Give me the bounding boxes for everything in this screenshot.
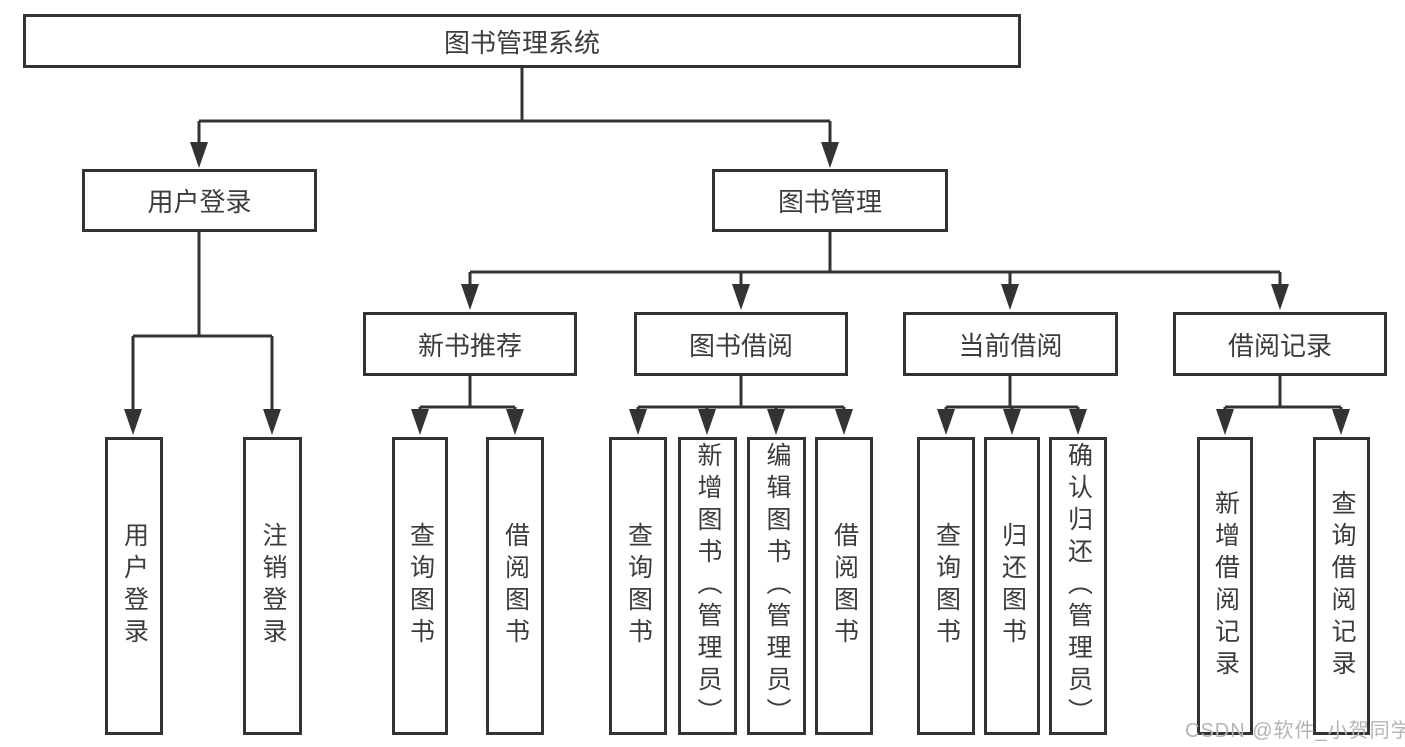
node-new-book-recommend: 新书推荐: [363, 312, 577, 376]
leaf-borrow-books-recommend-label: 借阅图书: [501, 522, 530, 650]
leaf-add-borrow-record: 新增借阅记录: [1197, 437, 1253, 735]
leaf-borrow-books-label: 借阅图书: [830, 522, 859, 650]
node-book-borrowing-label: 图书借阅: [688, 330, 793, 361]
leaf-logout: 注销登录: [243, 437, 302, 735]
leaf-query-borrow-record-label: 查询借阅记录: [1328, 490, 1356, 682]
leaf-query-books-current: 查询图书: [917, 437, 975, 735]
leaf-confirm-return-admin: 确认归还（管理员）: [1049, 437, 1107, 735]
leaf-edit-books-admin: 编辑图书（管理员）: [747, 437, 806, 735]
node-root-system-label: 图书管理系统: [443, 27, 600, 58]
leaf-query-books-recommend-label: 查询图书: [406, 522, 435, 650]
leaf-borrow-books-recommend: 借阅图书: [486, 437, 544, 735]
leaf-confirm-return-admin-label: 确认归还（管理员）: [1064, 442, 1093, 730]
connector-book-management-split: [461, 232, 1289, 310]
leaf-query-books-borrowing-label: 查询图书: [624, 522, 653, 650]
node-borrowing-records: 借阅记录: [1173, 312, 1387, 376]
leaf-user-login-label: 用户登录: [120, 522, 149, 650]
connector-user-login-split: [124, 232, 281, 435]
node-user-login: 用户登录: [82, 169, 317, 232]
connector-borrowing-records-split: [1216, 376, 1350, 435]
leaf-query-books-borrowing: 查询图书: [609, 437, 667, 735]
leaf-query-books-recommend: 查询图书: [392, 437, 448, 735]
node-root-system: 图书管理系统: [23, 14, 1021, 68]
connector-current-borrowing-split: [937, 376, 1087, 435]
leaf-query-borrow-record: 查询借阅记录: [1313, 437, 1370, 735]
leaf-return-books-label: 归还图书: [998, 522, 1027, 650]
leaf-edit-books-admin-label: 编辑图书（管理员）: [763, 442, 791, 730]
connector-book-borrowing-split: [629, 376, 853, 435]
leaf-add-books-admin: 新增图书（管理员）: [678, 437, 737, 735]
node-book-management-label: 图书管理: [777, 187, 882, 217]
connector-new-book-split: [411, 376, 524, 435]
node-user-login-label: 用户登录: [147, 187, 252, 217]
leaf-logout-label: 注销登录: [259, 522, 287, 650]
leaf-add-borrow-record-label: 新增借阅记录: [1211, 490, 1240, 682]
csdn-watermark: CSDN @软件_小贺同学: [1185, 720, 1405, 742]
node-borrowing-records-label: 借阅记录: [1227, 330, 1332, 361]
leaf-user-login: 用户登录: [105, 437, 163, 735]
leaf-add-books-admin-label: 新增图书（管理员）: [694, 442, 722, 730]
node-current-borrowing-label: 当前借阅: [958, 330, 1063, 361]
leaf-query-books-current-label: 查询图书: [932, 522, 961, 650]
node-new-book-recommend-label: 新书推荐: [417, 330, 522, 361]
node-book-borrowing: 图书借阅: [634, 312, 848, 376]
connector-root-split: [190, 68, 839, 168]
node-current-borrowing: 当前借阅: [903, 312, 1118, 376]
leaf-return-books: 归还图书: [984, 437, 1040, 735]
node-book-management: 图书管理: [712, 169, 948, 232]
leaf-borrow-books: 借阅图书: [815, 437, 873, 735]
